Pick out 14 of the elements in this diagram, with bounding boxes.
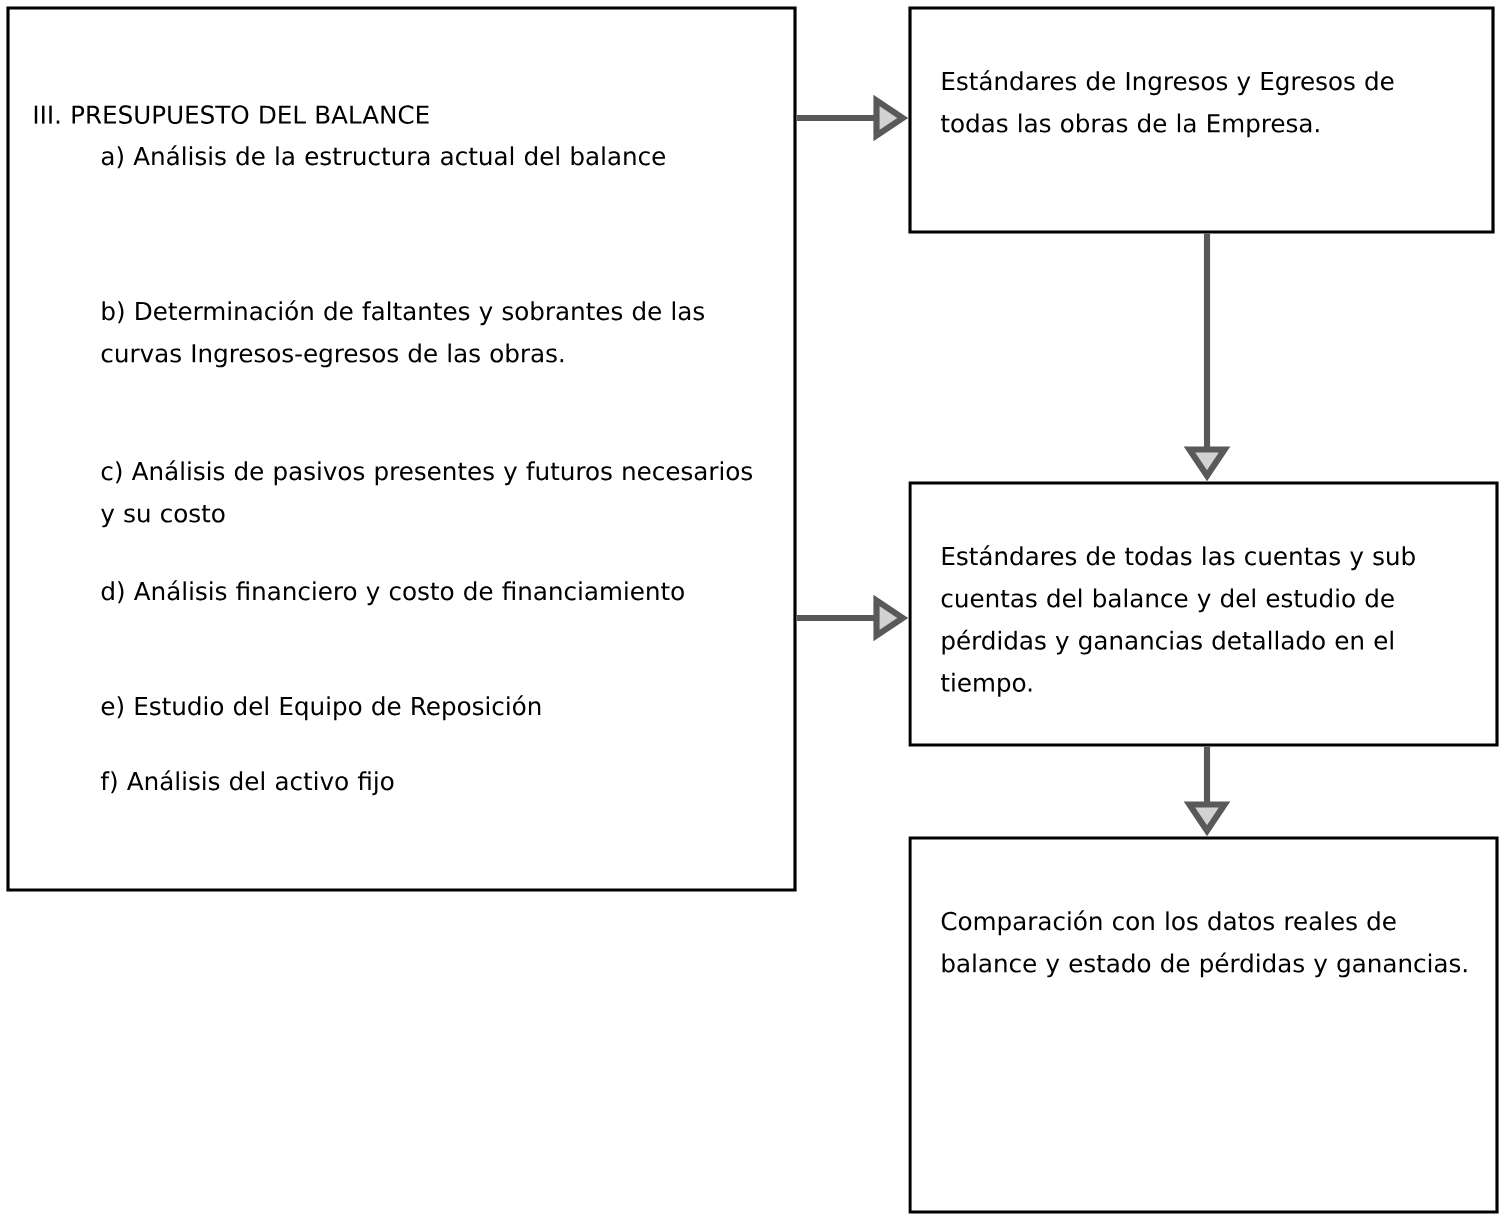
list-item: d) Análisis financiero y costo de financiamiento xyxy=(101,580,684,606)
list-item: e) Estudio del Equipo de Reposición xyxy=(101,695,541,721)
process-box xyxy=(908,836,1499,1214)
box-text: Comparación con los datos reales de balance y estado de pérdidas y ganancias. xyxy=(941,910,1467,978)
list-item: f) Análisis del activo fijo xyxy=(100,770,394,796)
heading: III. PRESUPUESTO DEL BALANCE xyxy=(34,105,429,124)
box-text: Estándares de todas las cuentas y sub cuentas del balance y del estudio de pérdidas y ganancias detallado en el tiempo. xyxy=(941,545,1415,697)
process-box xyxy=(908,481,1499,747)
list-item: c) Análisis de pasivos presentes y futuros necesarios y su costo xyxy=(101,460,752,528)
list-item: a) Análisis de la estructura actual del balance xyxy=(101,145,665,169)
list-item: b) Determinación de faltantes y sobrantes de las curvas Ingresos-egresos de las obras. xyxy=(101,300,704,368)
process-box xyxy=(908,6,1495,234)
process-box xyxy=(6,6,797,892)
box-text: Estándares de Ingresos y Egresos de todas las obras de la Empresa. xyxy=(941,70,1394,138)
